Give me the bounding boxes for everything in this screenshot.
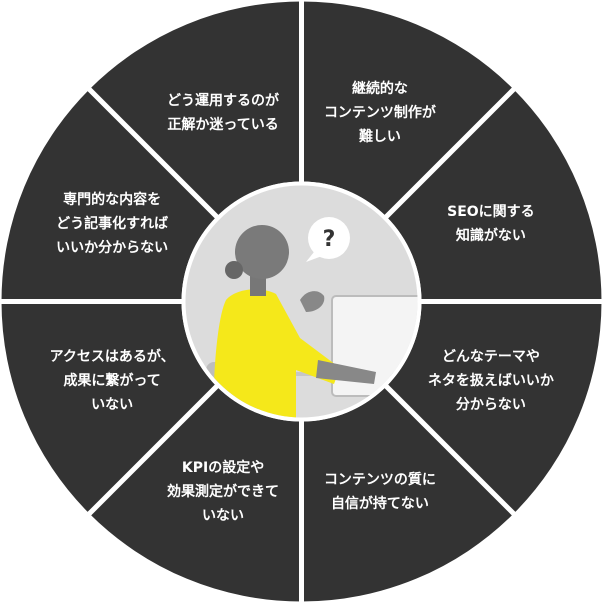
segment-label-line: いない: [91, 397, 133, 413]
segment-label-line: KPIの設定や: [182, 459, 264, 476]
segment-label-line: ネタを扱えばいいか: [428, 372, 554, 389]
segment-label-line: どう運用するのが: [167, 92, 280, 109]
segment-label-5: KPIの設定や効果測定ができていない: [167, 459, 279, 524]
segment-label-line: 成果に繋がって: [63, 372, 160, 389]
segment-label-line: どんなテーマや: [442, 349, 540, 365]
thought-bubble: [308, 217, 350, 259]
segment-label-line: どう記事化すれば: [56, 215, 168, 232]
wheel-segment-6: [1, 301, 217, 514]
segment-label-6: アクセスはあるが、成果に繋がっていない: [50, 348, 175, 413]
segment-label-line: SEOに関する: [447, 204, 535, 220]
segment-label-line: 知識がない: [456, 227, 526, 244]
person-neck: [250, 276, 266, 296]
segment-label-7: 専門的な内容をどう記事化すればいいか分からない: [56, 191, 168, 256]
person-shirt: [213, 289, 340, 418]
person-arm: [316, 360, 376, 384]
segment-label-8: どう運用するのが正解か迷っている: [167, 92, 280, 133]
segment-divider: [86, 383, 220, 517]
segment-label-line: コンテンツの質に: [324, 471, 436, 488]
person-head: [235, 225, 289, 279]
segment-label-4: コンテンツの質に自信が持てない: [324, 471, 436, 512]
wheel-segment-8: [89, 1, 302, 217]
segment-label-line: 継続的な: [352, 80, 408, 97]
wheel-segment-2: [386, 89, 602, 302]
segment-divider: [86, 86, 220, 220]
wheel-segment-4: [301, 386, 514, 602]
segment-label-3: どんなテーマやネタを扱えばいいか分からない: [428, 349, 554, 413]
segment-divider: [383, 383, 517, 517]
wheel-segment-3: [386, 301, 602, 514]
segment-label-1: 継続的なコンテンツ制作が難しい: [324, 80, 437, 145]
segment-label-line: いいか分からない: [56, 240, 168, 256]
segment-label-line: 自信が持てない: [331, 495, 429, 512]
wheel-segment-7: [1, 89, 217, 302]
center-illustration: ?: [181, 181, 422, 422]
question-mark-icon: ?: [323, 227, 336, 252]
desk: [186, 372, 418, 376]
wheel-segment-5: [89, 386, 302, 602]
segment-label-line: 正解か迷っている: [167, 116, 278, 133]
segment-label-line: 効果測定ができて: [167, 483, 279, 500]
segment-label-2: SEOに関する知識がない: [447, 204, 535, 244]
segment-label-line: 専門的な内容を: [63, 191, 161, 208]
segment-label-line: 分からない: [456, 397, 526, 413]
person-hair-bun: [225, 261, 243, 279]
segment-label-line: アクセスはあるが、: [50, 348, 175, 365]
segment-label-line: 難しい: [359, 128, 401, 145]
segment-divider: [383, 86, 517, 220]
segment-label-line: いない: [202, 508, 244, 524]
segment-label-line: コンテンツ制作が: [324, 104, 437, 121]
wheel-segment-1: [301, 1, 514, 217]
thought-bubble-tail: [306, 252, 322, 262]
person-hand: [300, 291, 325, 312]
